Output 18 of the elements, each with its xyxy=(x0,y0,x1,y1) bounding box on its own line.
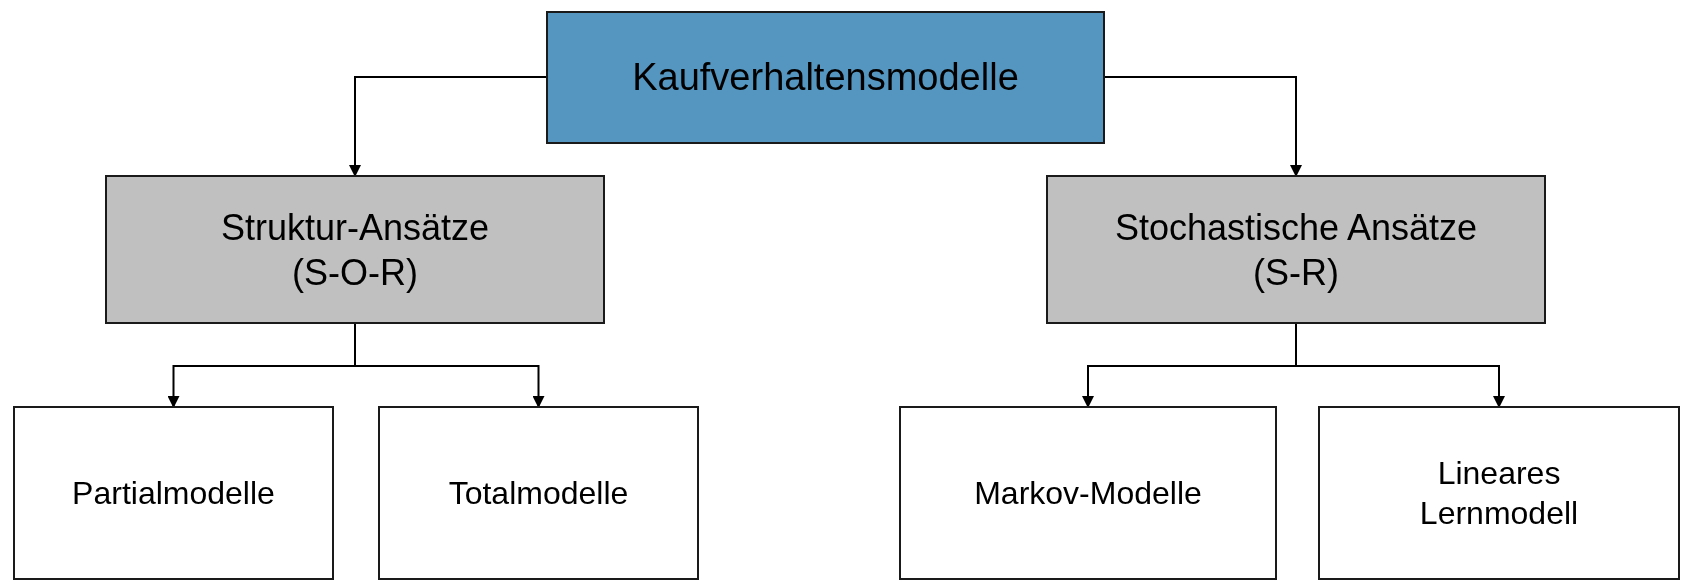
box-label: Totalmodelle xyxy=(448,474,629,513)
category-box xyxy=(105,175,605,324)
box-label: Kaufverhaltensmodelle xyxy=(632,54,1019,100)
connector-arrow xyxy=(1295,323,1505,408)
box-label: Struktur-Ansätze (S-O-R) xyxy=(219,205,491,295)
model-box xyxy=(378,406,699,580)
connector-arrow xyxy=(354,323,545,408)
connector-arrow xyxy=(1104,76,1302,177)
box-label: Stochastische Ansätze (S-R) xyxy=(1113,205,1479,295)
box-label: Markov-Modelle xyxy=(974,474,1202,513)
box-label: Partialmodelle xyxy=(72,474,275,513)
model-box xyxy=(13,406,334,580)
model-box xyxy=(1318,406,1680,580)
root-box xyxy=(546,11,1105,144)
model-box xyxy=(899,406,1277,580)
connector-arrow xyxy=(349,76,547,177)
category-box xyxy=(1046,175,1546,324)
box-label: Lineares Lernmodell xyxy=(1418,454,1580,533)
